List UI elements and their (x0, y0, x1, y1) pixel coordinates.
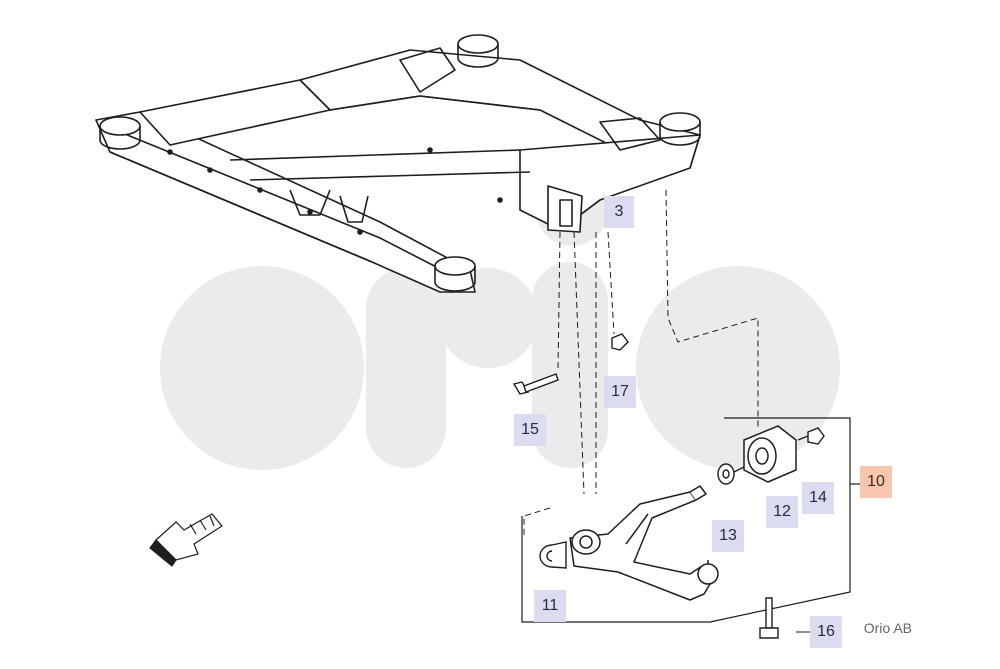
callout-15: 15 (514, 414, 546, 446)
callout-3: 3 (604, 196, 634, 228)
nut-17 (611, 333, 629, 351)
callout-14: 14 (802, 482, 834, 514)
assembly-frame (521, 417, 860, 623)
callout-17: 17 (604, 376, 636, 408)
watermark-logo (160, 174, 840, 470)
credit-text: Orio AB (863, 620, 912, 636)
bolt-16 (759, 597, 779, 639)
subframe-crossmember (95, 34, 701, 293)
nut-14 (797, 427, 825, 445)
bushing-12 (743, 425, 797, 483)
direction-marker-icon (149, 513, 223, 567)
callout-10: 10 (860, 466, 892, 498)
washer-13 (717, 463, 751, 485)
bushing-11 (539, 541, 567, 569)
callout-12: 12 (766, 496, 798, 528)
callout-16: 16 (810, 616, 842, 648)
leader-lines (523, 189, 759, 538)
bolt-15 (512, 373, 559, 395)
callout-11: 11 (534, 590, 566, 622)
lower-control-arm (569, 485, 719, 601)
callout-13: 13 (712, 520, 744, 552)
